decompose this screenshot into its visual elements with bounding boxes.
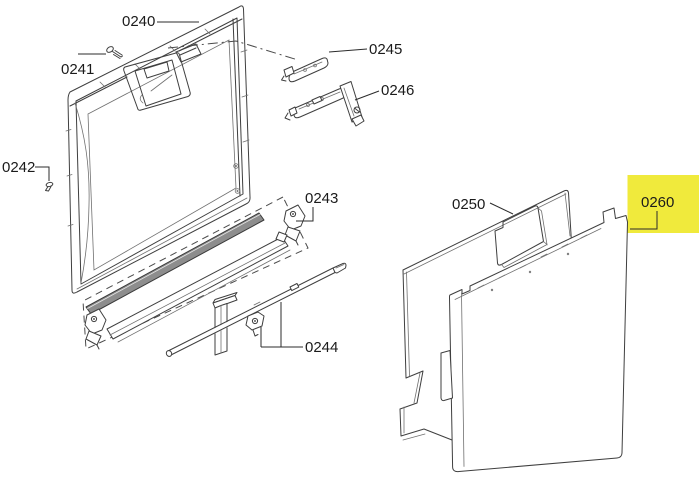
part-label-0243: 0243	[305, 190, 338, 207]
latch-centerline	[168, 41, 298, 60]
screw-0242	[46, 182, 54, 191]
hinge-bracket-left	[85, 309, 106, 349]
labels: 0240 0241 0242 0243 0244 0245 0246 0250 …	[2, 13, 674, 356]
rod-clamp	[246, 312, 264, 336]
part-label-0240: 0240	[122, 13, 155, 30]
tension-rod-0244	[165, 263, 346, 357]
seal-strip-lower	[107, 237, 290, 342]
highlight-box-0260	[627, 175, 699, 233]
rod-support-post	[213, 293, 237, 356]
seal-strip-upper	[86, 213, 264, 314]
latch-slot	[176, 44, 201, 62]
seal-hinge-kit-0243	[83, 197, 308, 349]
dispenser-cutout	[124, 53, 191, 111]
part-label-0244: 0244	[305, 339, 338, 356]
part-label-0260: 0260	[641, 194, 674, 211]
door-latch-0246	[285, 82, 364, 127]
outer-door-panel-0260	[441, 208, 628, 472]
part-label-0246: 0246	[381, 82, 414, 99]
part-label-0250: 0250	[452, 196, 485, 213]
screw-0241	[106, 45, 123, 58]
screw-hole-marks	[66, 29, 249, 226]
inner-door-panel-0240	[66, 6, 250, 293]
handle-cutout	[495, 206, 547, 268]
part-label-0242: 0242	[2, 159, 35, 176]
kit-boundary	[83, 197, 308, 349]
top-edge-hole-marks	[478, 235, 587, 291]
part-label-0241: 0241	[61, 61, 94, 78]
handle-cover-0245	[282, 58, 329, 82]
hinge-bracket-right	[276, 205, 305, 245]
part-label-0245: 0245	[369, 41, 402, 58]
hinge-slot-tab	[441, 351, 453, 401]
